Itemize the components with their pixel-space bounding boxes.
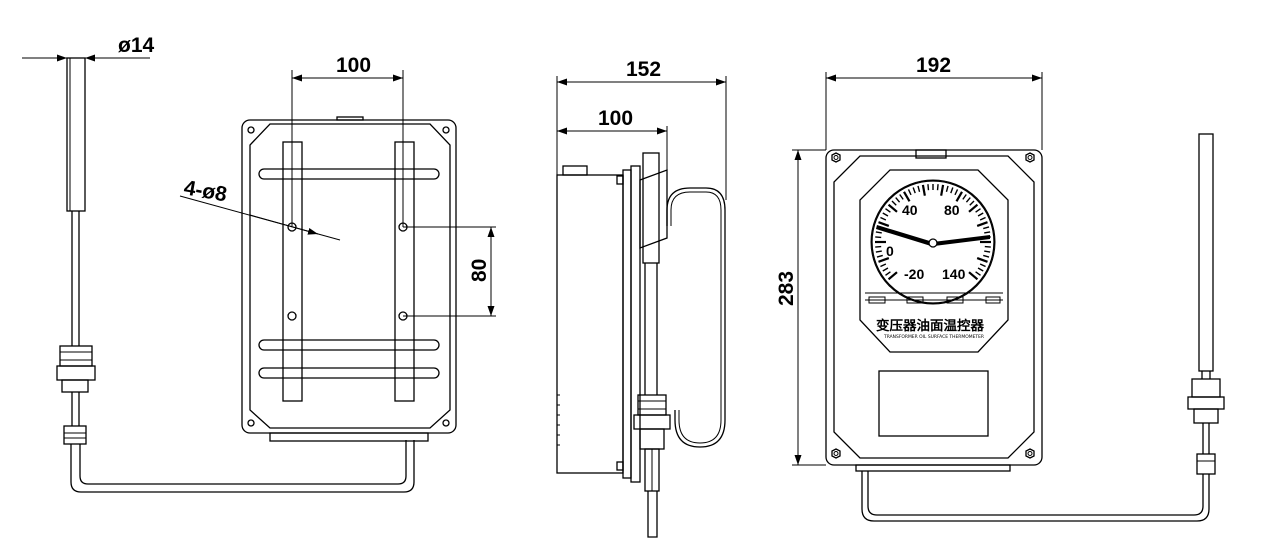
dial-tick [950,187,954,194]
dial-tick [878,257,890,263]
dial-label-neg20: -20 [904,266,924,282]
dial-tick [880,263,887,268]
dial-tick [917,185,921,192]
dial-tick [975,271,981,276]
dim-mount-width: 100 [291,54,404,227]
dim-mount-width-label: 100 [336,54,371,77]
dial-tick [885,208,891,213]
dim-mount-height-label: 80 [468,259,491,282]
dial-tick [979,216,986,221]
dim-front-height: 283 [775,149,826,466]
dial-tick [876,254,883,258]
dial-tick [954,189,959,196]
dial-tick [875,231,882,234]
dial-tick [887,271,898,281]
dial-label-0: 0 [886,243,894,259]
dial-label-40: 40 [902,202,918,218]
dial-tick [921,184,926,196]
rear-view [241,116,457,442]
dial-tick [875,245,882,248]
dial-tick [927,184,930,191]
dial-tick [983,226,990,230]
dial-tick [912,187,916,194]
dim-probe-diameter: ø14 [22,34,155,62]
dial-tick [984,245,991,248]
dial-tick [975,208,981,213]
dial-tick [968,271,979,281]
dial-tick [885,271,891,276]
dial-tick [984,250,991,253]
dial-tick [969,200,975,206]
dial-tick [880,216,887,221]
dim-mount-height: 80 [403,226,496,317]
dial-tick [899,194,904,200]
dial-tick [882,267,889,272]
screw-icon [831,152,1035,459]
dial-tick [940,184,945,196]
dim-depth-partial-label: 100 [598,107,633,130]
dial-scale-ticks [875,184,991,281]
dial-tick [955,191,963,202]
dial-tick [887,203,898,213]
dial-tick [907,189,912,196]
dial-needles [876,225,990,248]
dial-tick [936,184,939,191]
dim-depth-partial: 100 [557,107,668,170]
dial-tick [895,197,901,203]
dial-tick [977,267,984,272]
right-probe-assembly [861,133,1225,522]
dial-tick [979,263,986,268]
dial-tick [962,194,967,200]
dial-label-80: 80 [944,202,960,218]
dial-tick [965,197,971,203]
probe-assembly [56,57,415,493]
dim-probe-diameter-label: ø14 [118,34,155,57]
dial-tick [875,250,882,253]
dim-front-width: 192 [825,54,1043,150]
front-view: 40 80 0 -20 140 变压器油面温控器 TRANSFORMER OIL… [825,149,1043,472]
dial-tick [983,254,990,258]
dial-tick [977,212,984,217]
dial-tick [945,185,949,192]
nameplate-subtitle: TRANSFORMER OIL SURFACE THERMOMETER [883,334,984,339]
dial-tick [968,203,979,213]
nameplate-title: 变压器油面温控器 [876,318,985,334]
dim-depth-total: 152 [556,58,727,200]
dial-tick [976,257,988,263]
dial-tick [976,221,988,227]
dial-tick [903,191,911,202]
indicator-lamps [868,296,1001,304]
dim-depth-total-label: 152 [626,58,661,81]
dial-tick [984,231,991,234]
side-view [556,152,726,538]
dim-front-height-label: 283 [775,271,798,306]
dial-label-140: 140 [942,266,966,282]
dial-tick [875,236,882,239]
dial-tick [882,212,889,217]
dial-tick [891,200,897,206]
dim-front-width-label: 192 [916,54,951,77]
dim-mount-holes: 4-ø8 [179,176,341,241]
dial-tick [878,221,890,227]
dim-mount-holes-label: 4-ø8 [182,176,229,206]
